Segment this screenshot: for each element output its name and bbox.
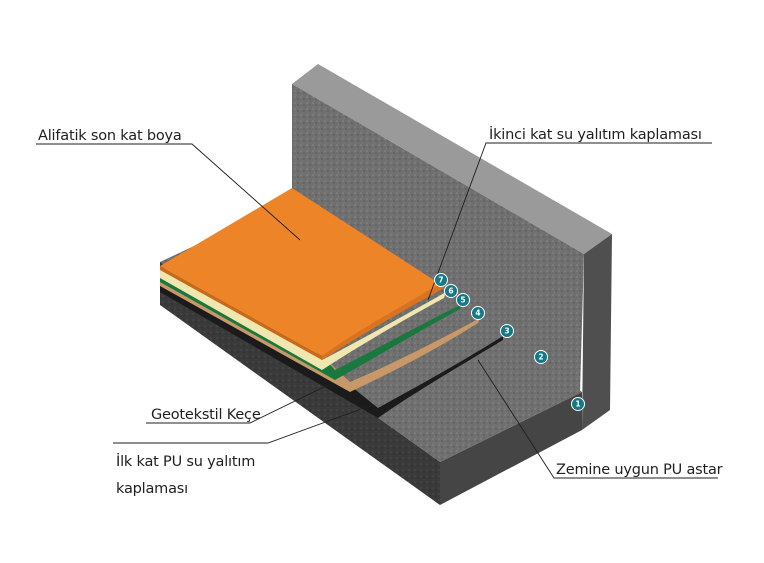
svg-text:1: 1 [575,400,580,409]
layer-aliphatic-topcoat [160,188,440,356]
label-second-coat: İkinci kat su yalıtım kaplaması [489,125,702,143]
leader-ilk [113,404,373,444]
marker-4: 4 [471,306,485,320]
svg-text:4: 4 [475,309,480,318]
marker-5: 5 [456,293,470,307]
leader-geotekstil [146,384,329,424]
leader-lines [36,142,718,479]
svg-text:6: 6 [448,287,453,296]
marker-1: 1 [571,397,585,411]
wall-side-face [582,234,612,430]
svg-text:2: 2 [538,353,543,362]
label-pu-primer: Zemine uygun PU astar [556,462,723,478]
marker-7: 7 [434,273,448,287]
marker-3: 3 [500,324,514,338]
wall-inner-face [292,84,584,392]
svg-text:7: 7 [438,276,443,285]
svg-text:3: 3 [504,327,509,336]
marker-6: 6 [444,284,458,298]
floor-side-face [440,392,582,505]
label-geotextile: Geotekstil Keçe [151,407,261,423]
leader-alifatik [36,143,301,241]
leader-ikinci [427,142,712,301]
svg-text:5: 5 [460,296,465,305]
layer-topcoat-side [322,284,444,360]
label-first-pu-coat-line1: İlk kat PU su yalıtım [116,452,255,470]
label-aliphatic-topcoat: Alifatik son kat boya [38,128,182,144]
coating-layers [160,188,503,418]
layer-topcoat-edge [160,266,322,360]
leader-zemine [477,359,718,479]
wall-top-face [292,64,612,254]
marker-2: 2 [534,350,548,364]
label-first-pu-coat-line2: kaplaması [116,481,188,497]
